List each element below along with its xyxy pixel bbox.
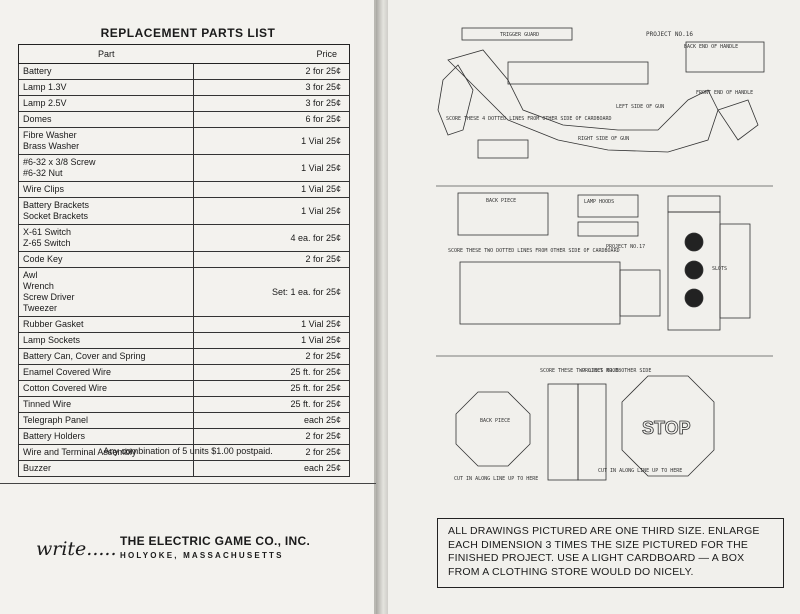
project-16-label: LEFT SIDE OF GUN bbox=[616, 104, 664, 110]
project-18-drawing: PROJECT NO.18 SCORE THESE TWO LINES FROM… bbox=[454, 368, 715, 482]
part-name-cell: Wire Clips bbox=[18, 181, 194, 198]
part-name-cell: Lamp 2.5V bbox=[18, 95, 194, 112]
company-name: THE ELECTRIC GAME CO., INC. bbox=[120, 534, 311, 548]
part-price-cell: Set: 1 ea. for 25¢ bbox=[193, 267, 350, 317]
project-18-label: CUT IN ALONG LINE UP TO HERE bbox=[454, 476, 538, 482]
part-price-cell: 1 Vial 25¢ bbox=[193, 316, 350, 333]
project-16-label: BACK END OF HANDLE bbox=[684, 44, 738, 50]
right-page: PROJECT NO.16 TRIGGER GUARD BACK END OF … bbox=[388, 0, 800, 614]
part-price-cell: each 25¢ bbox=[193, 460, 350, 477]
part-name-cell: Tinned Wire bbox=[18, 396, 194, 413]
part-price-cell: 4 ea. for 25¢ bbox=[193, 224, 350, 252]
part-name-cell: Battery bbox=[18, 63, 194, 80]
project-17-label: BACK PIECE bbox=[486, 198, 516, 204]
postpaid-note: Any combination of 5 units $1.00 postpai… bbox=[103, 446, 273, 456]
part-price-cell: 1 Vial 25¢ bbox=[193, 332, 350, 349]
part-price-cell: 1 Vial 25¢ bbox=[193, 127, 350, 155]
project-18-title: PROJECT NO.18 bbox=[582, 368, 621, 374]
project-18-label: BACK PIECE bbox=[480, 418, 510, 424]
part-name-cell: Buzzer bbox=[18, 460, 194, 477]
part-price-cell: 2 for 25¢ bbox=[193, 251, 350, 268]
part-price-cell: 25 ft. for 25¢ bbox=[193, 364, 350, 381]
part-price-cell: each 25¢ bbox=[193, 412, 350, 429]
part-name-cell: Battery Can, Cover and Spring bbox=[18, 348, 194, 365]
write-script: write..... bbox=[36, 538, 117, 560]
part-name-cell: Code Key bbox=[18, 251, 194, 268]
part-price-cell: 1 Vial 25¢ bbox=[193, 154, 350, 182]
part-price-cell: 1 Vial 25¢ bbox=[193, 197, 350, 225]
part-price-cell: 3 for 25¢ bbox=[193, 95, 350, 112]
project-17-drawing: BACK PIECE LAMP HOODS PROJECT NO.17 SCOR… bbox=[448, 192, 751, 331]
part-name-cell: Lamp Sockets bbox=[18, 332, 194, 349]
part-name-cell: Domes bbox=[18, 111, 194, 128]
project-17-title: PROJECT NO.17 bbox=[606, 244, 645, 250]
price-column-header: Price bbox=[193, 44, 350, 64]
project-16-label: TRIGGER GUARD bbox=[500, 32, 539, 38]
project-17-label: LAMP HOODS bbox=[584, 199, 614, 205]
cutout-drawings: PROJECT NO.16 TRIGGER GUARD BACK END OF … bbox=[436, 27, 773, 482]
section-divider bbox=[0, 483, 376, 484]
project-16-label: FRONT END OF HANDLE bbox=[696, 90, 753, 96]
book-gutter bbox=[376, 0, 388, 614]
project-17-label: SLOTS bbox=[712, 266, 727, 272]
project-16-label: RIGHT SIDE OF GUN bbox=[578, 136, 629, 142]
company-city: HOLYOKE, MASSACHUSETTS bbox=[120, 551, 284, 560]
parts-list-title: REPLACEMENT PARTS LIST bbox=[100, 26, 276, 40]
part-column-header: Part bbox=[18, 44, 194, 64]
project-18-label: CUT IN ALONG LINE UP TO HERE bbox=[598, 468, 682, 474]
part-name-cell: Battery Holders bbox=[18, 428, 194, 445]
part-price-cell: 25 ft. for 25¢ bbox=[193, 396, 350, 413]
part-name-cell: Telegraph Panel bbox=[18, 412, 194, 429]
project-16-label: SCORE THESE 4 DOTTED LINES FROM OTHER SI… bbox=[446, 116, 612, 122]
part-price-cell: 6 for 25¢ bbox=[193, 111, 350, 128]
part-price-cell: 1 Vial 25¢ bbox=[193, 181, 350, 198]
project-16-title: PROJECT NO.16 bbox=[646, 31, 693, 38]
part-price-cell: 2 for 25¢ bbox=[193, 348, 350, 365]
part-name-cell: Lamp 1.3V bbox=[18, 79, 194, 96]
part-price-cell: 2 for 25¢ bbox=[193, 428, 350, 445]
left-page: REPLACEMENT PARTS LIST Part Price Batter… bbox=[0, 0, 376, 614]
part-name-cell: #6-32 x 3/8 Screw#6-32 Nut bbox=[18, 154, 194, 182]
project-18-label: SCORE THESE TWO LINES FROM OTHER SIDE bbox=[540, 368, 651, 374]
part-name-cell: Rubber Gasket bbox=[18, 316, 194, 333]
stop-sign-text: STOP bbox=[642, 418, 691, 438]
part-price-cell: 3 for 25¢ bbox=[193, 79, 350, 96]
project-17-label: SCORE THESE TWO DOTTED LINES FROM OTHER … bbox=[448, 248, 620, 254]
project-16-drawing: PROJECT NO.16 TRIGGER GUARD BACK END OF … bbox=[437, 27, 765, 159]
part-name-cell: Cotton Covered Wire bbox=[18, 380, 194, 397]
part-name-cell: Enamel Covered Wire bbox=[18, 364, 194, 381]
part-price-cell: 2 for 25¢ bbox=[193, 63, 350, 80]
instructions-note: ALL DRAWINGS PICTURED ARE ONE THIRD SIZE… bbox=[437, 518, 784, 588]
part-price-cell: 25 ft. for 25¢ bbox=[193, 380, 350, 397]
